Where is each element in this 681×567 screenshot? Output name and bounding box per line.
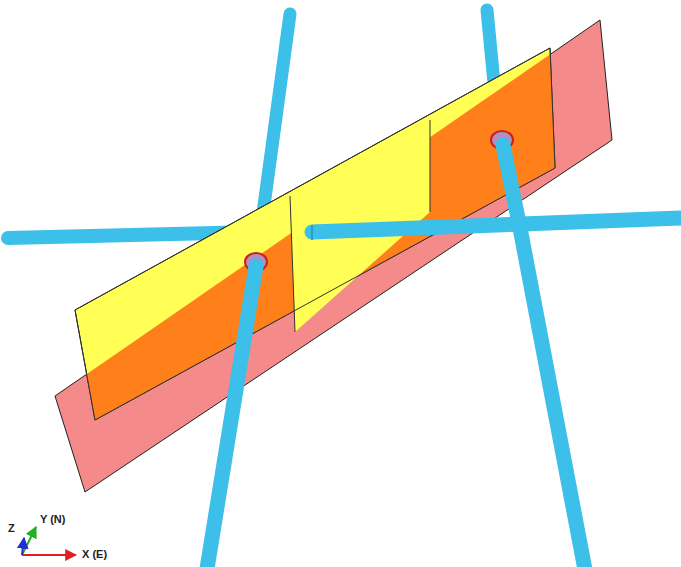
axis-label: Y (N) [40, 514, 65, 525]
axis-label: Z [8, 523, 15, 534]
well-front [206, 145, 681, 567]
axis-label: X (E) [82, 549, 107, 560]
tube-end [311, 225, 313, 240]
axis-triad [22, 527, 76, 555]
